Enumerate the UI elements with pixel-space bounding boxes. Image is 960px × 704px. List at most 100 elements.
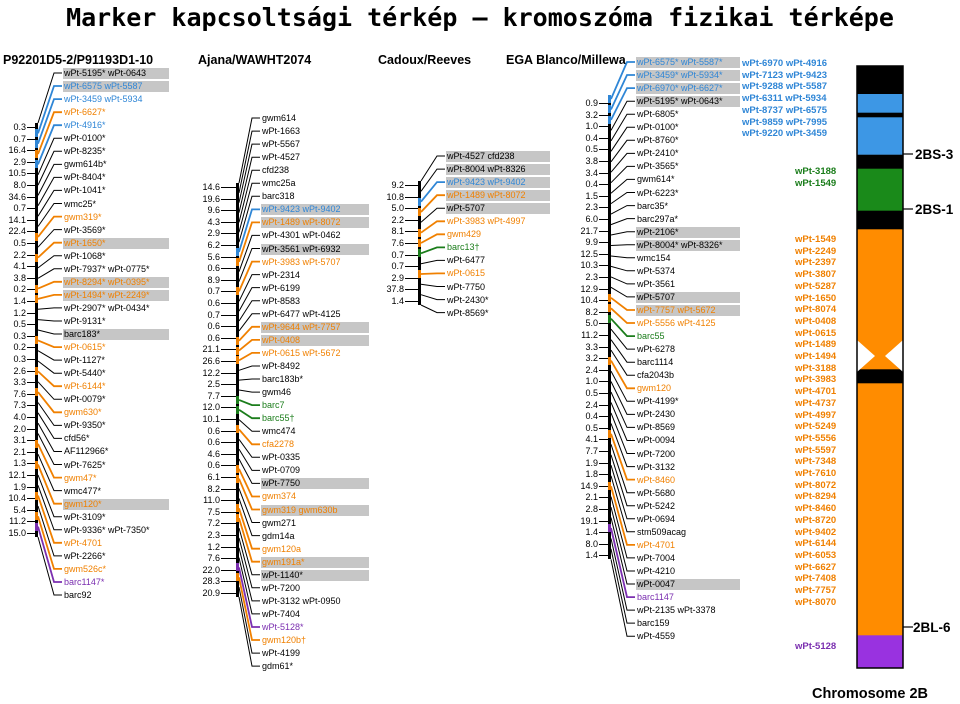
marker-label: wPt-6477 xyxy=(447,255,486,266)
chromosome-marker-label: wPt-3188 xyxy=(795,166,837,177)
distance-label: 0.6 xyxy=(207,460,220,471)
distance-label: 0.5 xyxy=(585,388,598,398)
distance-tick xyxy=(405,219,419,221)
marker-label: cfa2043b xyxy=(637,370,675,381)
chromosome-marker-label: wPt-7123 wPt-9423 xyxy=(742,69,828,81)
distance-label: 10.4 xyxy=(8,493,26,504)
distance-tick xyxy=(27,185,36,186)
chromosome-marker-label: wPt-5597 xyxy=(795,444,837,456)
marker-connector xyxy=(37,137,62,176)
highlight-band xyxy=(636,96,740,108)
distance-label: 0.7 xyxy=(391,249,404,260)
marker-label: wPt-8235* xyxy=(64,146,106,157)
marker-label: wPt-3565* xyxy=(637,161,679,172)
chromosome-outline xyxy=(856,65,904,669)
distance-label: 11.2 xyxy=(581,330,598,340)
marker-connector xyxy=(610,465,635,520)
distance-label: 34.6 xyxy=(8,191,26,202)
marker-connector xyxy=(610,244,635,246)
marker-connector xyxy=(37,72,62,124)
marker-label: barc318 xyxy=(262,191,295,202)
linkage-bar-segment xyxy=(35,294,38,303)
marker-connector xyxy=(238,300,260,322)
distance-tick xyxy=(405,243,419,244)
distance-label: 10.8 xyxy=(386,191,404,202)
marker-connector xyxy=(37,433,62,465)
distance-label: 2.2 xyxy=(13,249,26,260)
distance-label: 1.2 xyxy=(13,307,26,318)
marker-connector xyxy=(238,596,260,667)
marker-label: wPt-3132 wPt-0950 xyxy=(262,595,341,606)
marker-label: barc55† xyxy=(262,413,295,424)
marker-label: wPt-8004 wPt-8326 xyxy=(447,164,526,175)
highlight-band xyxy=(261,334,369,346)
distance-label: 8.2 xyxy=(585,306,598,317)
marker-connector xyxy=(610,297,635,311)
marker-connector xyxy=(420,168,445,192)
arm-label-2bs3: 2BS-3 xyxy=(915,147,954,162)
marker-connector xyxy=(610,548,635,624)
marker-connector xyxy=(420,304,445,314)
highlight-band xyxy=(261,556,369,568)
distance-tick xyxy=(221,384,237,386)
marker-label: wPt-2410* xyxy=(637,148,679,159)
distance-tick xyxy=(221,535,237,536)
distance-label: 7.7 xyxy=(585,446,598,456)
linkage-bar-segment xyxy=(418,249,421,258)
marker-label: wPt-3132 xyxy=(637,461,676,472)
distance-label: 7.6 xyxy=(13,388,26,399)
distance-tick xyxy=(221,210,237,212)
marker-label: cfd56* xyxy=(64,433,90,444)
distance-tick xyxy=(599,497,609,499)
marker-label: wPt-9336* wPt-7350* xyxy=(64,524,150,535)
marker-label: wPt-4527 cfd238 xyxy=(447,151,515,161)
chromosome-segment xyxy=(857,94,903,113)
marker-connector xyxy=(238,428,260,446)
distance-tick xyxy=(27,347,36,349)
marker-label: wPt-4210 xyxy=(637,565,676,576)
centromere xyxy=(857,340,875,372)
distance-tick xyxy=(599,253,609,255)
marker-connector xyxy=(37,268,62,279)
linkage-bar-segment xyxy=(35,129,38,138)
chromosome-marker-label: wPt-3983 xyxy=(795,374,837,386)
marker-connector xyxy=(238,508,260,550)
marker-connector xyxy=(37,294,62,300)
distance-label: 7.6 xyxy=(391,238,404,248)
marker-label: wPt-2106* xyxy=(637,226,679,237)
distance-label: 1.2 xyxy=(207,541,220,552)
distance-label: 0.6 xyxy=(207,425,220,436)
marker-connector xyxy=(610,276,635,285)
highlight-band xyxy=(636,579,740,590)
marker-label: gwm614 xyxy=(262,113,297,123)
distance-tick xyxy=(599,114,609,116)
linkage-bar-segment xyxy=(236,563,239,572)
marker-label: wPt-0079* xyxy=(64,394,106,405)
linkage-bar-segment xyxy=(35,522,38,531)
marker-label: wPt-1041* xyxy=(64,185,106,196)
marker-connector xyxy=(238,567,260,628)
marker-label: wmc474 xyxy=(262,426,296,437)
marker-label: barc13† xyxy=(447,242,480,253)
distance-tick xyxy=(405,266,419,268)
distance-label: 1.4 xyxy=(13,296,26,306)
distance-tick xyxy=(599,439,609,441)
linkage-bar xyxy=(608,99,611,560)
chromosome-segment xyxy=(857,210,903,230)
marker-label: wPt-8460 xyxy=(637,474,676,485)
chromosome-marker-label: wPt-0615 xyxy=(795,327,837,339)
marker-connector xyxy=(610,391,635,428)
distance-label: 0.7 xyxy=(207,309,220,320)
marker-connector xyxy=(238,352,260,362)
linkage-bar-segment xyxy=(236,474,239,483)
marker-label: barc183* xyxy=(64,329,101,339)
highlight-band xyxy=(63,329,169,340)
distance-tick xyxy=(27,405,36,407)
chromosome-marker-label: wPt-7408 xyxy=(795,573,837,585)
linkage-bar-segment xyxy=(418,197,421,206)
distance-label: 3.8 xyxy=(13,272,26,283)
distance-label: 3.2 xyxy=(585,109,598,120)
distance-tick xyxy=(221,500,237,502)
highlight-band xyxy=(261,243,369,255)
